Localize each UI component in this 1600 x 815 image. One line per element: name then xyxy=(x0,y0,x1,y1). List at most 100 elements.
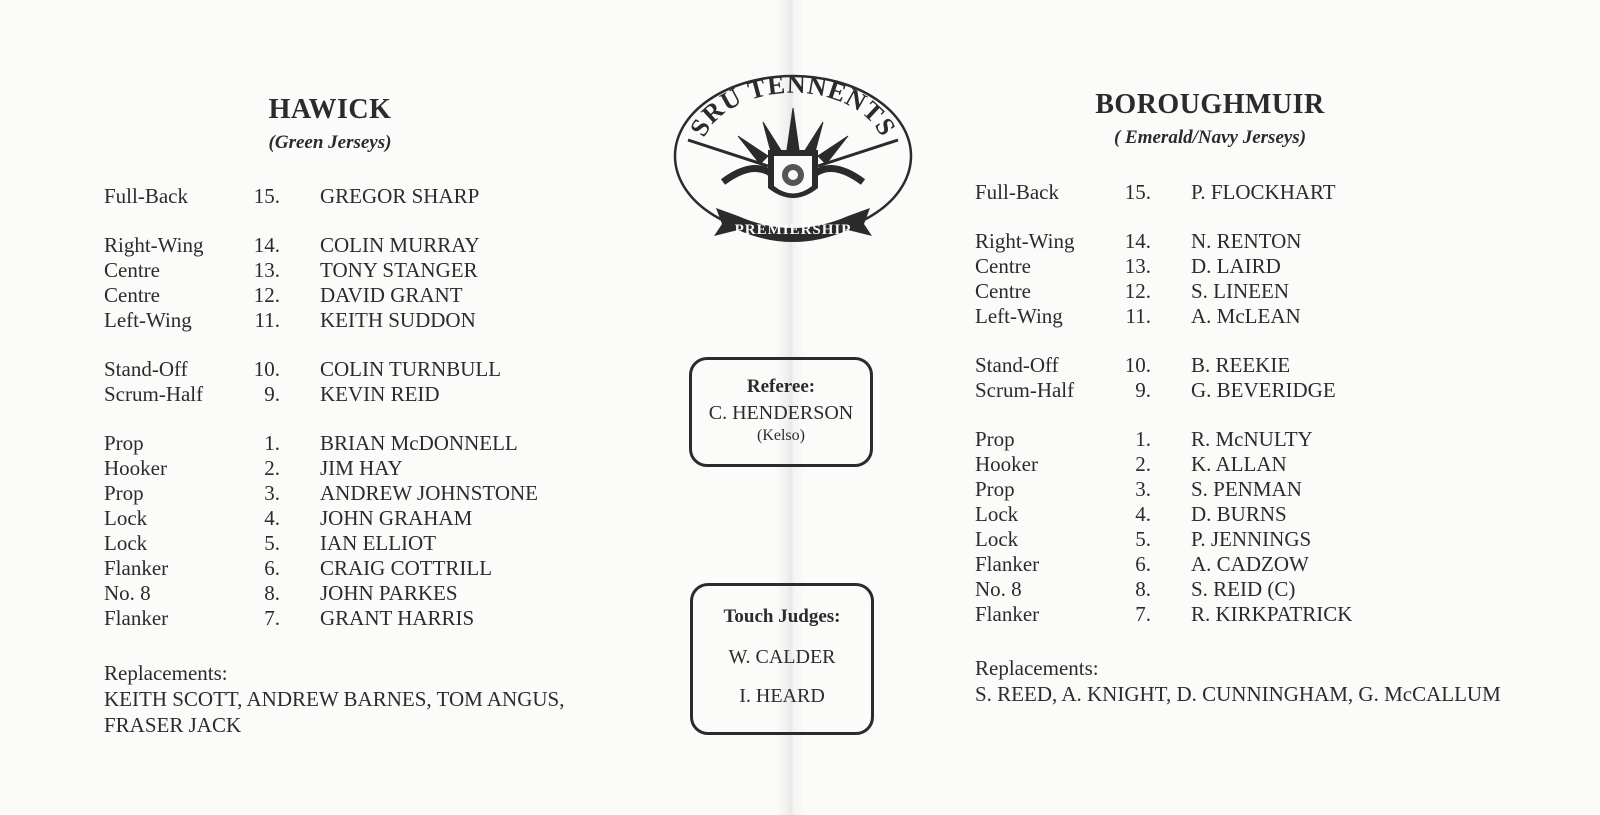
jersey-number: 4. xyxy=(1135,502,1151,526)
sru-tennents-premiership-logo: SRU TENNENTS PREMIERSHIP xyxy=(673,70,913,242)
jersey-number: 14. xyxy=(1124,229,1151,253)
player-name: S. LINEEN xyxy=(1191,279,1289,303)
player-name: KEVIN REID xyxy=(320,382,440,406)
player-name: CRAIG COTTRILL xyxy=(320,556,493,580)
player-name: GREGOR SHARP xyxy=(320,184,480,208)
jersey-number: 11. xyxy=(254,308,280,332)
position: Lock xyxy=(104,506,148,530)
touch-judges-box: Touch Judges: W. CALDER I. HEARD xyxy=(690,583,874,735)
player-name: S. REID (C) xyxy=(1191,577,1296,601)
player-name: COLIN MURRAY xyxy=(320,233,480,257)
player-row: Left-Wing 11. KEITH SUDDON xyxy=(104,308,538,333)
jersey-number: 5. xyxy=(264,531,280,555)
player-row: Prop 3. S. PENMAN xyxy=(975,477,1352,502)
player-name: A. CADZOW xyxy=(1191,552,1309,576)
jersey-number: 2. xyxy=(264,456,280,480)
jersey-number: 9. xyxy=(1135,378,1151,402)
referee-box: Referee: C. HENDERSON (Kelso) xyxy=(689,357,873,467)
player-name: R. McNULTY xyxy=(1191,427,1313,451)
position: Prop xyxy=(104,431,144,455)
position: Flanker xyxy=(975,552,1040,576)
position: No. 8 xyxy=(104,581,151,605)
position: Flanker xyxy=(104,556,169,580)
jersey-number: 3. xyxy=(264,481,280,505)
player-name: JIM HAY xyxy=(320,456,403,480)
position: Centre xyxy=(104,258,160,282)
jersey-number: 15. xyxy=(1124,180,1151,204)
position: Right-Wing xyxy=(104,233,204,257)
referee-club: (Kelso) xyxy=(757,427,805,444)
jersey-number: 10. xyxy=(253,357,280,381)
jersey-number: 11. xyxy=(1125,304,1151,328)
position: Scrum-Half xyxy=(104,382,204,406)
position: Prop xyxy=(975,477,1015,501)
touch-judge-2: I. HEARD xyxy=(739,685,825,707)
player-name: B. REEKIE xyxy=(1191,353,1291,377)
position: Lock xyxy=(975,502,1019,526)
position: Right-Wing xyxy=(975,229,1075,253)
home-team-jerseys: (Green Jerseys) xyxy=(268,132,392,153)
player-row: Scrum-Half 9. G. BEVERIDGE xyxy=(975,378,1352,403)
player-row: Prop 3. ANDREW JOHNSTONE xyxy=(104,481,538,506)
jersey-number: 9. xyxy=(264,382,280,406)
position: Scrum-Half xyxy=(975,378,1075,402)
jersey-number: 12. xyxy=(1124,279,1151,303)
home-replacements-line-2: FRASER JACK xyxy=(104,713,242,737)
player-name: ANDREW JOHNSTONE xyxy=(320,481,538,505)
jersey-number: 14. xyxy=(253,233,280,257)
position: No. 8 xyxy=(975,577,1022,601)
player-name: JOHN GRAHAM xyxy=(320,506,473,530)
referee-label: Referee: xyxy=(746,376,816,397)
jersey-number: 2. xyxy=(1135,452,1151,476)
position: Left-Wing xyxy=(975,304,1063,328)
touch-judges-label: Touch Judges: xyxy=(723,606,841,627)
jersey-number: 5. xyxy=(1135,527,1151,551)
player-name: G. BEVERIDGE xyxy=(1191,378,1336,402)
home-replacements: Replacements: KEITH SCOTT, ANDREW BARNES… xyxy=(104,660,564,738)
player-name: BRIAN McDONNELL xyxy=(320,431,518,455)
position: Stand-Off xyxy=(975,353,1059,377)
jersey-number: 1. xyxy=(1135,427,1151,451)
position: Prop xyxy=(104,481,144,505)
player-row: Right-Wing 14. COLIN MURRAY xyxy=(104,233,538,258)
player-name: KEITH SUDDON xyxy=(320,308,476,332)
jersey-number: 13. xyxy=(253,258,280,282)
player-name: P. JENNINGS xyxy=(1191,527,1312,551)
away-team-name: BOROUGHMUIR xyxy=(1095,89,1325,120)
player-name: A. McLEAN xyxy=(1191,304,1301,328)
position: Lock xyxy=(104,531,148,555)
player-row: Scrum-Half 9. KEVIN REID xyxy=(104,382,538,407)
player-name: S. PENMAN xyxy=(1191,477,1302,501)
away-position-group: Stand-Off 10. B. REEKIE Scrum-Half 9. G. BEVE… xyxy=(975,353,1352,403)
position: Full-Back xyxy=(104,184,188,208)
away-replacements-line-1: S. REED, A. KNIGHT, D. CUNNINGHAM, G. Mc… xyxy=(975,682,1501,706)
player-name: D. BURNS xyxy=(1191,502,1287,526)
jersey-number: 3. xyxy=(1135,477,1151,501)
player-name: GRANT HARRIS xyxy=(320,606,475,630)
position: Left-Wing xyxy=(104,308,192,332)
jersey-number: 7. xyxy=(264,606,280,630)
referee-name: C. HENDERSON xyxy=(708,402,854,424)
player-name: DAVID GRANT xyxy=(320,283,463,307)
jersey-number: 10. xyxy=(1124,353,1151,377)
home-team-name: HAWICK xyxy=(268,94,392,125)
player-name: R. KIRKPATRICK xyxy=(1191,602,1353,626)
player-name: P. FLOCKHART xyxy=(1191,180,1336,204)
